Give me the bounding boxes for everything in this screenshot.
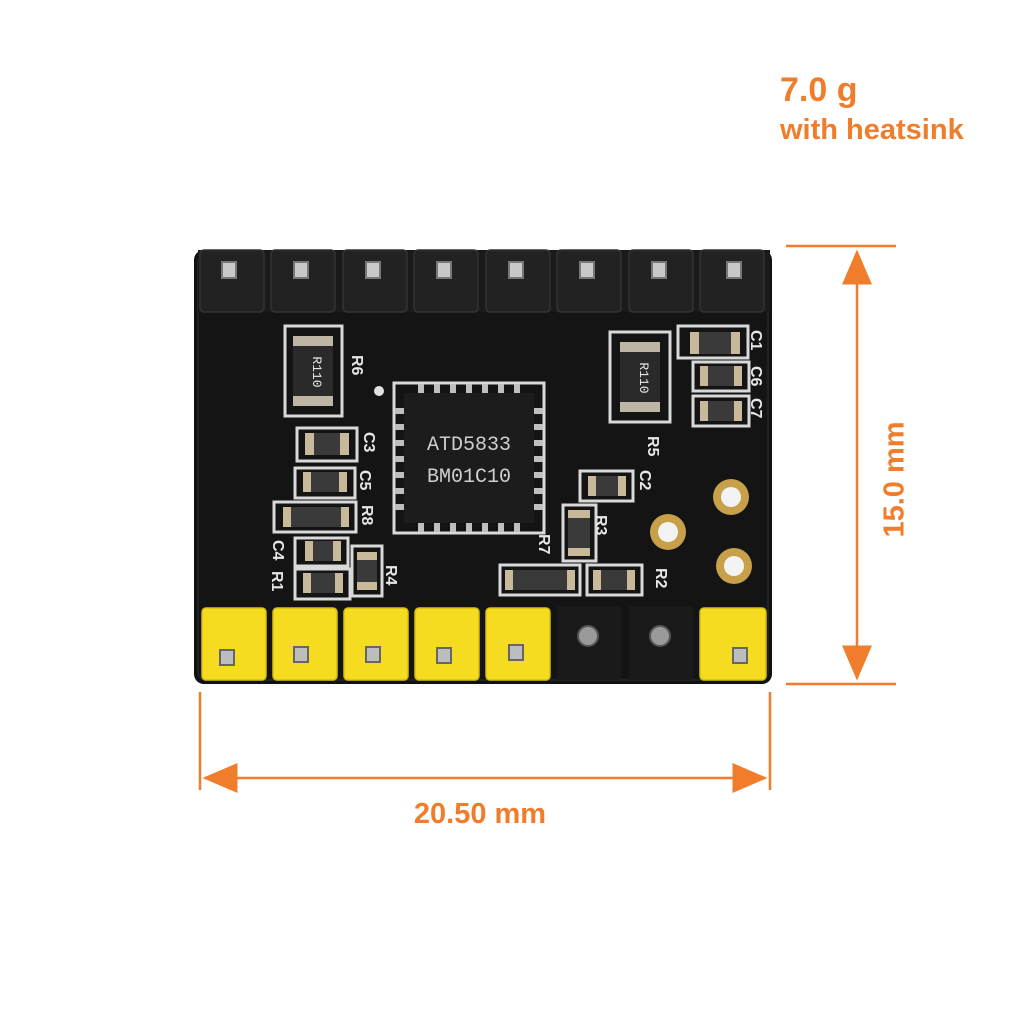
pcb-board: R110 R110: [194, 249, 772, 684]
label-c7: C7: [747, 398, 764, 419]
label-r7: R7: [535, 534, 552, 555]
silkscreen-labels: R6 R5 C3 C5 R8 C4 R1 R4 R7 R3 C2 R2 C1 C…: [268, 330, 764, 592]
chip-marking-line2: BM01C10: [427, 466, 511, 489]
smd-components: [283, 332, 742, 593]
label-c2: C2: [636, 470, 653, 491]
height-dimension: [786, 244, 896, 686]
label-c3: C3: [360, 432, 377, 453]
driver-chip: ATD5833 BM01C10: [374, 384, 543, 532]
resistor-r6: R110: [293, 336, 333, 406]
plated-holes: [650, 479, 752, 584]
label-r8: R8: [358, 505, 375, 526]
silkscreen-outlines: [272, 324, 751, 601]
label-c5: C5: [356, 470, 373, 491]
width-label: 20.50 mm: [413, 798, 547, 830]
label-r4: R4: [382, 565, 399, 586]
weight-note: with heatsink: [780, 114, 964, 146]
label-r3: R3: [592, 515, 609, 536]
label-r5: R5: [644, 436, 661, 457]
resistor-code-r6: R110: [309, 356, 324, 387]
width-dimension: [198, 692, 772, 793]
resistor-r5: R110: [620, 342, 660, 412]
label-c4: C4: [269, 540, 286, 561]
label-r6: R6: [348, 355, 365, 376]
chip-marking-line1: ATD5833: [427, 434, 511, 457]
weight-annotation: 7.0 g with heatsink: [780, 70, 964, 150]
height-label: 15.0 mm: [878, 421, 911, 538]
weight-value: 7.0 g: [780, 71, 858, 109]
label-c6: C6: [747, 366, 764, 387]
top-pin-header: [198, 249, 770, 313]
bottom-pin-header: [201, 606, 767, 681]
label-r2: R2: [652, 568, 669, 589]
label-r1: R1: [268, 571, 285, 592]
label-c1: C1: [747, 330, 764, 351]
resistor-code-r5: R110: [636, 362, 651, 393]
